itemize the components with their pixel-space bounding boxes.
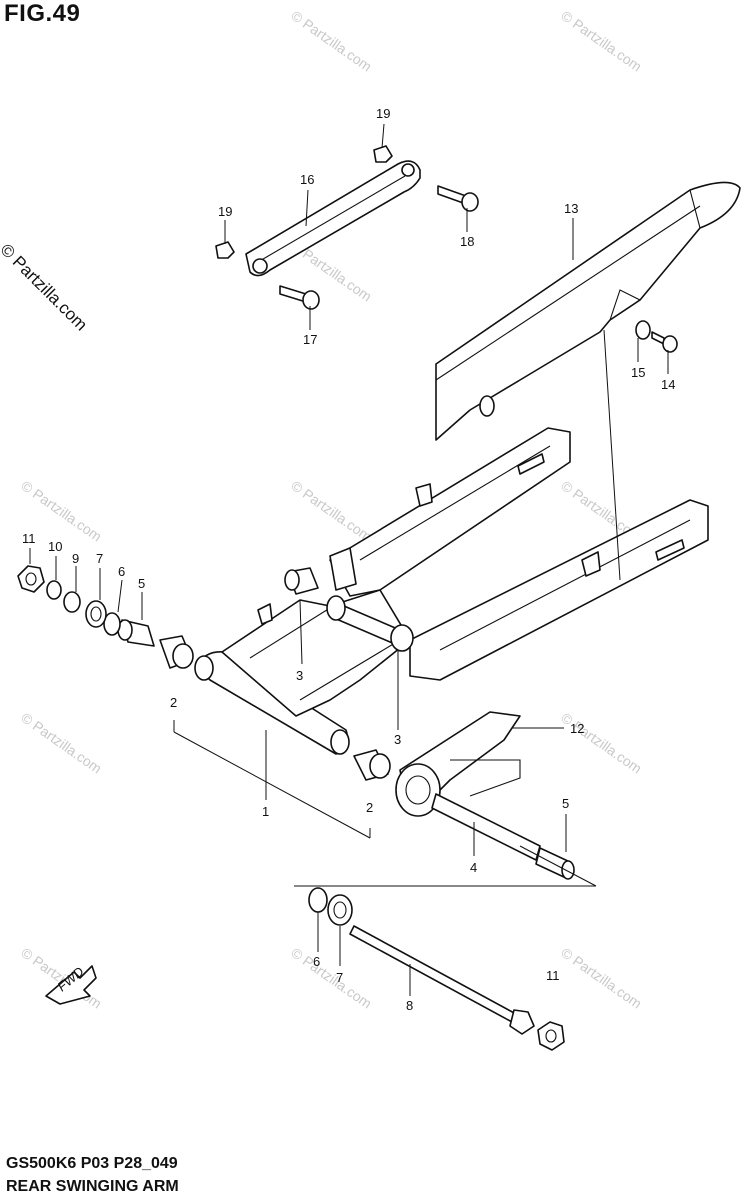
callout-6-left: 6 — [118, 564, 125, 579]
callout-2-right: 2 — [366, 800, 373, 815]
part-7-seal-left — [85, 600, 107, 628]
part-2-bushing-right — [353, 749, 391, 781]
leader-lines — [29, 123, 669, 996]
callout-6-lower: 6 — [313, 954, 320, 969]
callout-7-lower: 7 — [336, 970, 343, 985]
part-15-washer — [635, 320, 651, 340]
callout-3-lower: 3 — [394, 732, 401, 747]
part-5-spacer-right — [535, 847, 575, 880]
callout-8: 8 — [406, 998, 413, 1013]
footer-diagram-title: REAR SWINGING ARM — [6, 1178, 179, 1195]
part-3-bushing-lower — [326, 595, 414, 652]
callout-12: 12 — [570, 721, 584, 736]
callout-11-left: 11 — [22, 531, 36, 546]
part-2-bushing-left — [159, 635, 194, 669]
callout-18: 18 — [460, 234, 474, 249]
callout-labels: 19 16 18 13 19 17 15 14 11 10 9 7 6 5 3 … — [22, 106, 675, 1013]
callout-15: 15 — [631, 365, 645, 380]
callout-16: 16 — [300, 172, 314, 187]
part-13-chain-guard — [435, 181, 741, 441]
part-9-washer-left — [63, 591, 81, 613]
part-1-swinging-arm — [194, 427, 709, 755]
callout-14: 14 — [661, 377, 675, 392]
part-11-nut-left — [17, 565, 45, 593]
callout-11-lower: 11 — [546, 968, 560, 983]
part-14-bolt — [651, 331, 678, 353]
footer-diagram-code: GS500K6 P03 P28_049 — [6, 1155, 178, 1172]
watermark: © Partzilla.com — [558, 709, 644, 776]
callout-17: 17 — [303, 332, 317, 347]
part-8-pivot-bolt — [349, 925, 535, 1035]
callout-19-left: 19 — [218, 204, 232, 219]
assembly-lines — [173, 329, 621, 887]
part-18-bolt — [437, 185, 479, 212]
callout-2-left: 2 — [170, 695, 177, 710]
part-16-link-rod — [245, 160, 421, 277]
callout-9: 9 — [72, 551, 79, 566]
part-19-nut-left — [215, 241, 235, 259]
part-4-pivot-shaft — [431, 793, 541, 861]
watermark: © Partzilla.com — [558, 7, 644, 74]
callout-5-right: 5 — [562, 796, 569, 811]
watermark: © Partzilla.com — [18, 709, 104, 776]
part-6-washer-left — [103, 612, 121, 636]
watermark: © Partzilla.com — [288, 7, 374, 74]
callout-4: 4 — [470, 860, 477, 875]
callout-5-left: 5 — [138, 576, 145, 591]
watermark: © Partzilla.com — [288, 477, 374, 544]
watermark: © Partzilla.com — [288, 944, 374, 1011]
callout-7-left: 7 — [96, 551, 103, 566]
callout-3-upper: 3 — [296, 668, 303, 683]
figure-label: FIG.49 — [4, 0, 81, 27]
part-11-nut-lower — [537, 1021, 565, 1051]
callout-19-top: 19 — [376, 106, 390, 121]
part-5-spacer-left — [117, 619, 155, 647]
part-12-chain-buffer — [395, 711, 521, 817]
callout-1: 1 — [262, 804, 269, 819]
part-3-bushing-upper — [284, 567, 319, 595]
watermark: © Partzilla.com — [558, 944, 644, 1011]
part-10-washer-left — [46, 580, 62, 600]
part-19-nut-top — [373, 145, 393, 163]
callout-10: 10 — [48, 539, 62, 554]
part-6-washer-lower — [308, 887, 328, 913]
part-7-seal-lower — [327, 894, 353, 926]
callout-13: 13 — [564, 201, 578, 216]
part-17-bolt — [279, 285, 320, 310]
